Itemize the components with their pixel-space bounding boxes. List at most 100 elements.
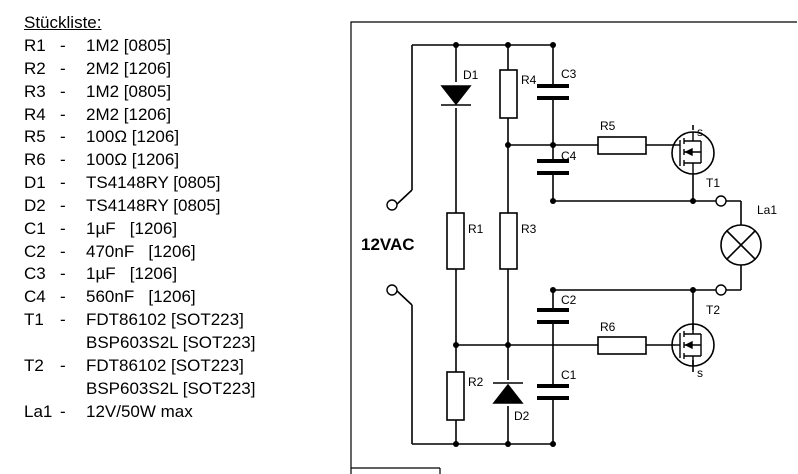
parts-list-title: Stückliste: [24, 13, 102, 32]
junctions [453, 42, 696, 447]
label-r3: R3 [521, 222, 537, 236]
parts-list-row: BSP603S2L [SOT223] [24, 332, 344, 355]
diode-d2 [492, 382, 524, 404]
label-r4: R4 [521, 73, 537, 87]
label-r5: R5 [600, 119, 616, 133]
terminal-lamp-bottom [715, 284, 727, 296]
parts-list-row: R3-1M2 [0805] [24, 81, 344, 104]
part-value: 1µF [1206] [86, 264, 178, 284]
resistor-r1 [446, 212, 465, 270]
parts-list-row: R2-2M2 [1206] [24, 58, 344, 81]
parts-list-row: R4-2M2 [1206] [24, 104, 344, 127]
label-c4: C4 [561, 149, 577, 163]
parts-list-row: T1-FDT86102 [SOT223] [24, 309, 344, 332]
part-value: 2M2 [1206] [86, 104, 172, 124]
capacitor-c4 [537, 159, 569, 175]
part-value: 2M2 [1206] [86, 58, 172, 78]
terminals [386, 195, 727, 296]
label-s-top: s [697, 125, 703, 139]
part-value: TS4148RY [0805] [86, 195, 221, 215]
resistor-r4 [499, 69, 518, 119]
part-dash: - [60, 310, 66, 330]
part-ref: La1 [24, 401, 53, 421]
resistors [446, 69, 647, 421]
parts-list-row: C3-1µF [1206] [24, 263, 344, 286]
label-t1: T1 [706, 176, 720, 190]
component-labels: D1 R4 C3 R5 C4 s T1 La1 R1 R3 C2 T2 R6 s… [463, 67, 777, 423]
part-ref: D1 [24, 173, 46, 193]
schematic-frame [350, 21, 797, 474]
part-value: FDT86102 [SOT223] [86, 355, 244, 375]
terminal-lamp-top [715, 195, 727, 207]
part-ref: R3 [24, 81, 46, 101]
part-value: 1M2 [0805] [86, 81, 172, 101]
part-dash: - [60, 104, 66, 124]
part-value: 1µF [1206] [86, 218, 178, 238]
part-value: BSP603S2L [SOT223] [86, 332, 256, 352]
part-ref: C3 [24, 264, 46, 284]
terminal-ac-top [386, 199, 398, 211]
part-value: 560nF [1206] [86, 287, 196, 307]
parts-list-row: BSP603S2L [SOT223] [24, 378, 344, 401]
label-c2: C2 [561, 293, 577, 307]
label-r2: R2 [468, 375, 484, 389]
resistor-r5 [597, 136, 647, 155]
label-c3: C3 [561, 67, 577, 81]
part-value: 1M2 [0805] [86, 36, 172, 55]
diode-d1 [440, 85, 472, 106]
part-ref: C4 [24, 287, 46, 307]
part-dash: - [60, 81, 66, 101]
part-value: FDT86102 [SOT223] [86, 310, 244, 330]
part-dash: - [60, 173, 66, 193]
part-value: 100Ω [1206] [86, 150, 180, 170]
parts-list-row: T2-FDT86102 [SOT223] [24, 355, 344, 378]
terminal-ac-bottom [386, 284, 398, 296]
label-12vac: 12VAC [361, 235, 415, 254]
resistor-r2 [446, 371, 465, 421]
label-d1: D1 [463, 68, 479, 82]
part-value: TS4148RY [0805] [86, 173, 221, 193]
part-dash: - [60, 355, 66, 375]
parts-list-row: R5-100Ω [1206] [24, 126, 344, 149]
label-la1: La1 [757, 203, 777, 217]
part-dash: - [60, 127, 66, 147]
part-value: 12V/50W max [86, 401, 193, 421]
capacitors [537, 84, 569, 400]
part-ref: C2 [24, 241, 46, 261]
part-value: BSP603S2L [SOT223] [86, 378, 256, 398]
label-t2: T2 [706, 303, 720, 317]
part-ref: T2 [24, 355, 44, 375]
parts-list-row: La1-12V/50W max [24, 401, 344, 424]
parts-list-row: C2-470nF [1206] [24, 241, 344, 264]
label-c1: C1 [561, 368, 577, 382]
part-ref: R6 [24, 150, 46, 170]
part-ref: D2 [24, 195, 46, 215]
parts-list-row: R1-1M2 [0805] [24, 35, 344, 58]
part-dash: - [60, 195, 66, 215]
label-r1: R1 [468, 222, 484, 236]
parts-list-row: C1-1µF [1206] [24, 218, 344, 241]
part-ref: R4 [24, 104, 46, 124]
part-dash: - [60, 264, 66, 284]
parts-list: Stückliste: R1-1M2 [0805]R2-2M2 [1206]R3… [24, 12, 344, 423]
capacitor-c2 [537, 308, 569, 324]
lamp-la1 [720, 224, 762, 266]
parts-list-row: R6-100Ω [1206] [24, 149, 344, 172]
capacitor-c1 [537, 384, 569, 400]
resistor-r6 [597, 336, 647, 355]
part-dash: - [60, 287, 66, 307]
part-dash: - [60, 150, 66, 170]
parts-list-row: D2-TS4148RY [0805] [24, 195, 344, 218]
part-ref: R2 [24, 58, 46, 78]
label-s-bottom: s [697, 366, 703, 380]
part-ref: R1 [24, 36, 46, 55]
part-dash: - [60, 58, 66, 78]
parts-list-row: D1-TS4148RY [0805] [24, 172, 344, 195]
part-ref: R5 [24, 127, 46, 147]
resistor-r3 [499, 212, 518, 270]
part-ref: T1 [24, 310, 44, 330]
mosfet-t2 [671, 323, 715, 367]
part-value: 100Ω [1206] [86, 127, 180, 147]
capacitor-c3 [537, 84, 569, 100]
